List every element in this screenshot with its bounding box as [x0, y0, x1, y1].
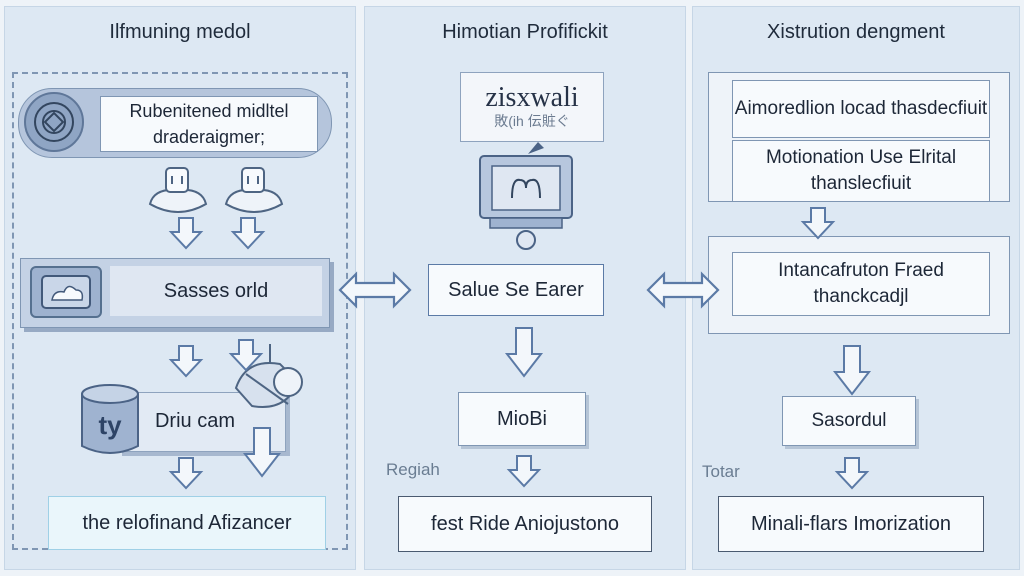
right-box-2: Motionation Use Elrital thanslecfiuit — [732, 140, 990, 202]
right-small-box-label: Sasordul — [811, 410, 887, 431]
middle-panel-title: Himotian Profifickit — [442, 21, 608, 43]
right-box-3-label: Intancafruton Fraed thanckcadjl — [778, 260, 944, 307]
middle-bottom-box: fest Ride Aniojustono — [398, 496, 652, 552]
left-db-box: Driu cam — [140, 400, 250, 442]
right-small-box: Sasordul — [782, 396, 916, 446]
left-bottom-box-label: the relofinand Afizancer — [82, 512, 292, 534]
left-mid-box-label: Sasses orld — [163, 280, 269, 302]
right-bottom-box-label: Minali-flars Imorization — [750, 513, 952, 535]
right-box-2-label: Motionation Use Elrital thanslecfiuit — [765, 147, 957, 194]
right-panel-title: Xistrution dengment — [767, 21, 945, 43]
middle-bottom-box-label: fest Ride Aniojustono — [431, 513, 619, 535]
middle-side-label: Regiah — [386, 460, 440, 479]
left-bottom-box: the relofinand Afizancer — [48, 496, 326, 550]
left-top-emblem-icon — [24, 92, 84, 152]
middle-logo-text: zisxwali — [485, 82, 579, 113]
right-bottom-box: Minali-flars Imorization — [718, 496, 984, 552]
middle-mid-box: Salue Se Earer — [428, 264, 604, 316]
person-icon — [142, 160, 214, 214]
link-sensor-icon — [226, 336, 318, 418]
right-side-label: Totar — [702, 462, 740, 481]
left-top-box-label: Rubenitened midltel draderaigmer; — [129, 101, 289, 147]
right-box-1: Aimoredlion locad thasdecfiuit — [732, 80, 990, 138]
person-icon — [218, 160, 290, 214]
middle-small-box-label: MioBi — [496, 408, 547, 430]
left-mid-box: Sasses orld — [110, 266, 322, 316]
db-label: ty — [98, 410, 122, 440]
middle-logo-box: zisxwali 敗(ih 伝賍ぐ — [460, 72, 604, 142]
printer-device-icon — [468, 136, 584, 254]
right-box-3: Intancafruton Fraed thanckcadjl — [732, 252, 990, 316]
cloud-icon — [30, 266, 102, 318]
database-icon — [78, 382, 142, 460]
right-box-1-label: Aimoredlion locad thasdecfiuit — [734, 98, 988, 119]
middle-mid-box-label: Salue Se Earer — [448, 279, 584, 301]
left-panel-title: Ilfmuning medol — [109, 21, 251, 43]
middle-small-box: MioBi — [458, 392, 586, 446]
middle-logo-subtext: 敗(ih 伝賍ぐ — [494, 113, 570, 129]
left-db-box-label: Driu cam — [154, 410, 235, 432]
left-top-box: Rubenitened midltel draderaigmer; — [100, 96, 318, 152]
